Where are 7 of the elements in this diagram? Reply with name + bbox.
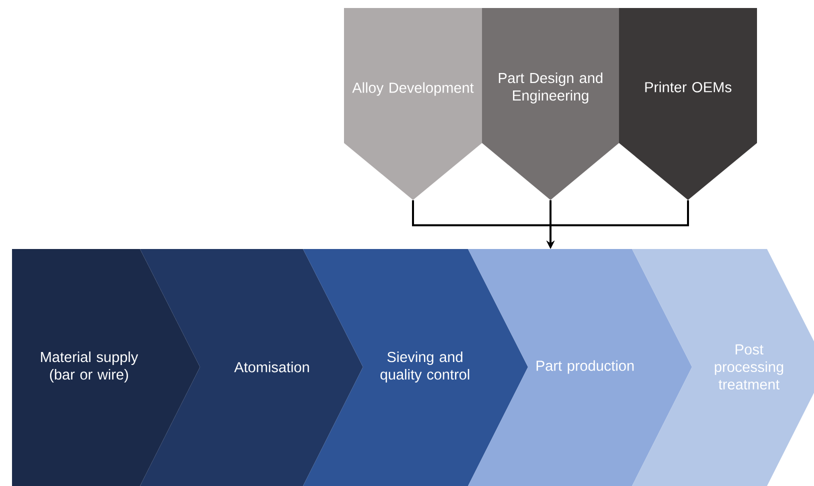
pentagon-box: Printer OEMs <box>619 8 757 200</box>
chevron-box: Part production <box>468 249 692 486</box>
chevron-box: Material supply (bar or wire) <box>12 249 200 486</box>
chevron-box: Atomisation <box>140 249 363 486</box>
chevron-box: Post processing treatment <box>632 249 814 486</box>
pentagon-box: Part Design and Engineering <box>482 8 619 200</box>
pentagon-box: Alloy Development <box>344 8 482 200</box>
